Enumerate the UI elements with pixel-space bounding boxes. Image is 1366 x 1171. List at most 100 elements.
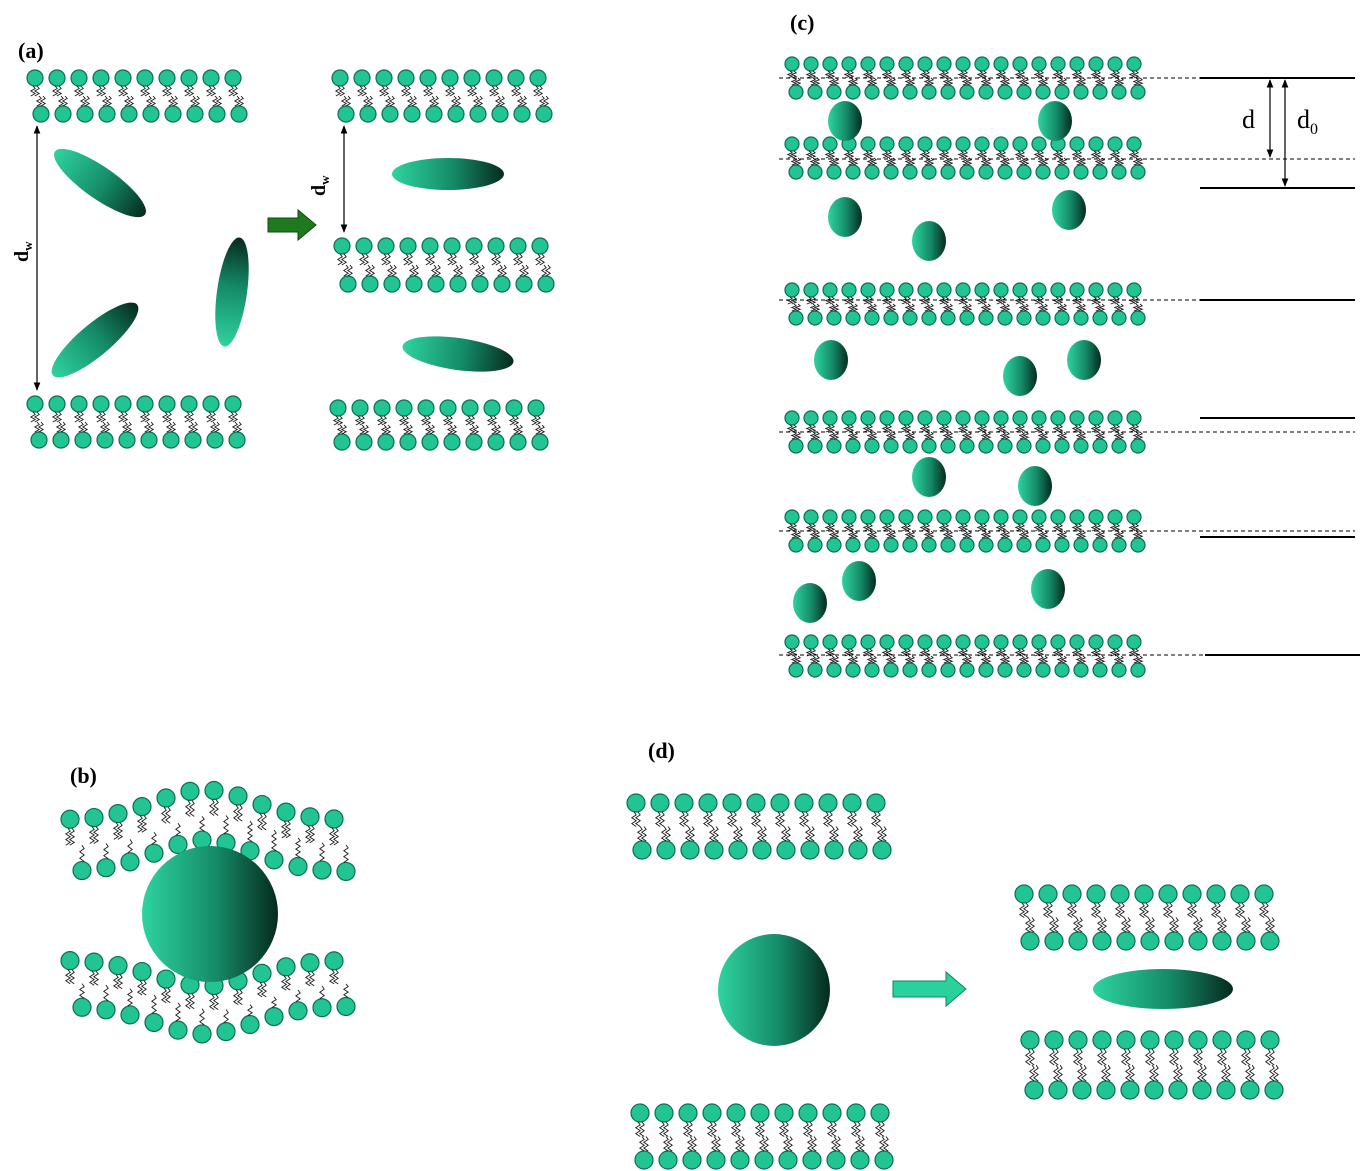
lipid-tail [1018, 150, 1026, 159]
lipid-tail [340, 424, 348, 435]
lipid-tail [976, 150, 984, 159]
lipid-tail [105, 95, 113, 107]
lipid-headgroup [92, 69, 110, 87]
lipid-headgroup [921, 537, 937, 553]
lipid-tail [995, 70, 1003, 79]
lipid-tail [782, 1136, 790, 1152]
lipid-tail [828, 655, 836, 664]
lipid-tail [1094, 77, 1102, 86]
lipid-headgroup [337, 105, 355, 123]
lipid-tail [1132, 523, 1140, 532]
lipid-tail [112, 974, 120, 990]
lipid-tail [942, 431, 950, 440]
lipid-headgroup [164, 105, 182, 123]
lipid-headgroup [537, 275, 555, 293]
lipid-tail [805, 150, 813, 159]
lipid-tail [843, 424, 851, 433]
lipid-headgroup [955, 282, 971, 298]
lipid-headgroup [860, 56, 876, 72]
lipid-tail [688, 826, 696, 842]
lipid-headgroup [803, 136, 819, 152]
lipid-headgroup [336, 861, 356, 882]
lipid-tail [542, 95, 550, 107]
lipid-tail [1018, 70, 1026, 79]
lipid-tail [126, 988, 134, 1007]
lipid-headgroup [978, 84, 994, 100]
lipid-tail [1128, 424, 1136, 433]
lipid-tail [999, 303, 1007, 312]
lipid-tail [1113, 523, 1121, 532]
lipid-headgroup [1158, 884, 1178, 904]
lipid-tail [798, 811, 806, 827]
lipid-headgroup [483, 399, 501, 417]
lipid-tail [1221, 1064, 1227, 1082]
lipid-tail [1056, 150, 1064, 159]
lipid-tail [490, 424, 498, 435]
lipid-tail [1109, 70, 1117, 79]
lipid-headgroup [959, 662, 975, 678]
lipid-tail [1153, 1064, 1159, 1082]
lipid-headgroup [353, 69, 371, 87]
lipid-headgroup [702, 1103, 722, 1123]
lipid-tail [1075, 655, 1083, 664]
lipid-tail [961, 648, 969, 657]
lipid-headgroup [168, 834, 188, 855]
lipid-tail [1041, 431, 1049, 440]
lipid-tail [1056, 431, 1064, 440]
lipid-tail [908, 530, 916, 539]
lipid-tail [270, 996, 278, 1008]
lipid-tail [185, 800, 191, 817]
lipid-tail [362, 424, 370, 435]
lipid-headgroup [1035, 310, 1051, 326]
lipid-tail [980, 655, 988, 664]
lipid-tail [889, 431, 897, 440]
lipid-tail [794, 157, 802, 166]
lipid-headgroup [1016, 537, 1032, 553]
lipid-tail [1193, 1048, 1199, 1066]
lipid-tail [847, 424, 855, 433]
lipid-tail [712, 826, 720, 842]
lipid-headgroup [1144, 1080, 1164, 1100]
nanoparticle-ellipsoid [402, 336, 514, 372]
lipid-tail [424, 424, 432, 435]
lipid-headgroup [1050, 410, 1066, 426]
lipid-headgroup [654, 1103, 674, 1123]
lipid-tail [754, 811, 762, 827]
lipid-headgroup [872, 840, 892, 860]
lipid-tail [1076, 917, 1084, 933]
lipid-tail [878, 1121, 886, 1137]
lipid-tail [851, 655, 859, 664]
lipid-headgroup [156, 969, 176, 989]
lipid-headgroup [1236, 1030, 1256, 1050]
lipid-headgroup [1054, 164, 1070, 180]
lipid-headgroup [180, 69, 198, 87]
lipid-tail [336, 415, 344, 426]
lipid-tail [284, 975, 292, 991]
lipid-headgroup [96, 431, 114, 449]
lipid-tail [738, 1136, 746, 1152]
panel-b-label: (b) [70, 763, 97, 788]
lipid-tail [786, 70, 794, 79]
lipid-tail [813, 655, 821, 664]
lipid-tail [1057, 1064, 1063, 1082]
lipid-tail [1098, 431, 1106, 440]
lipid-tail [1018, 424, 1026, 433]
lipid-headgroup [142, 105, 160, 123]
lipid-tail [1056, 655, 1064, 664]
lipid-tail [472, 95, 480, 107]
lipid-tail [889, 77, 897, 86]
lipid-tail [851, 530, 859, 539]
lipid-tail [280, 975, 288, 991]
lipid-tail [832, 530, 840, 539]
lipid-headgroup [993, 56, 1009, 72]
lipid-bilayer [26, 395, 246, 449]
lipid-tail [1014, 296, 1022, 305]
lipid-tail [862, 424, 870, 433]
lipid-headgroup [898, 509, 914, 525]
lipid-headgroup [1111, 84, 1127, 100]
lipid-tail [1033, 523, 1041, 532]
lipid-headgroup [162, 431, 180, 449]
lipid-tail [1201, 1064, 1207, 1082]
lipid-tail [1056, 424, 1064, 433]
